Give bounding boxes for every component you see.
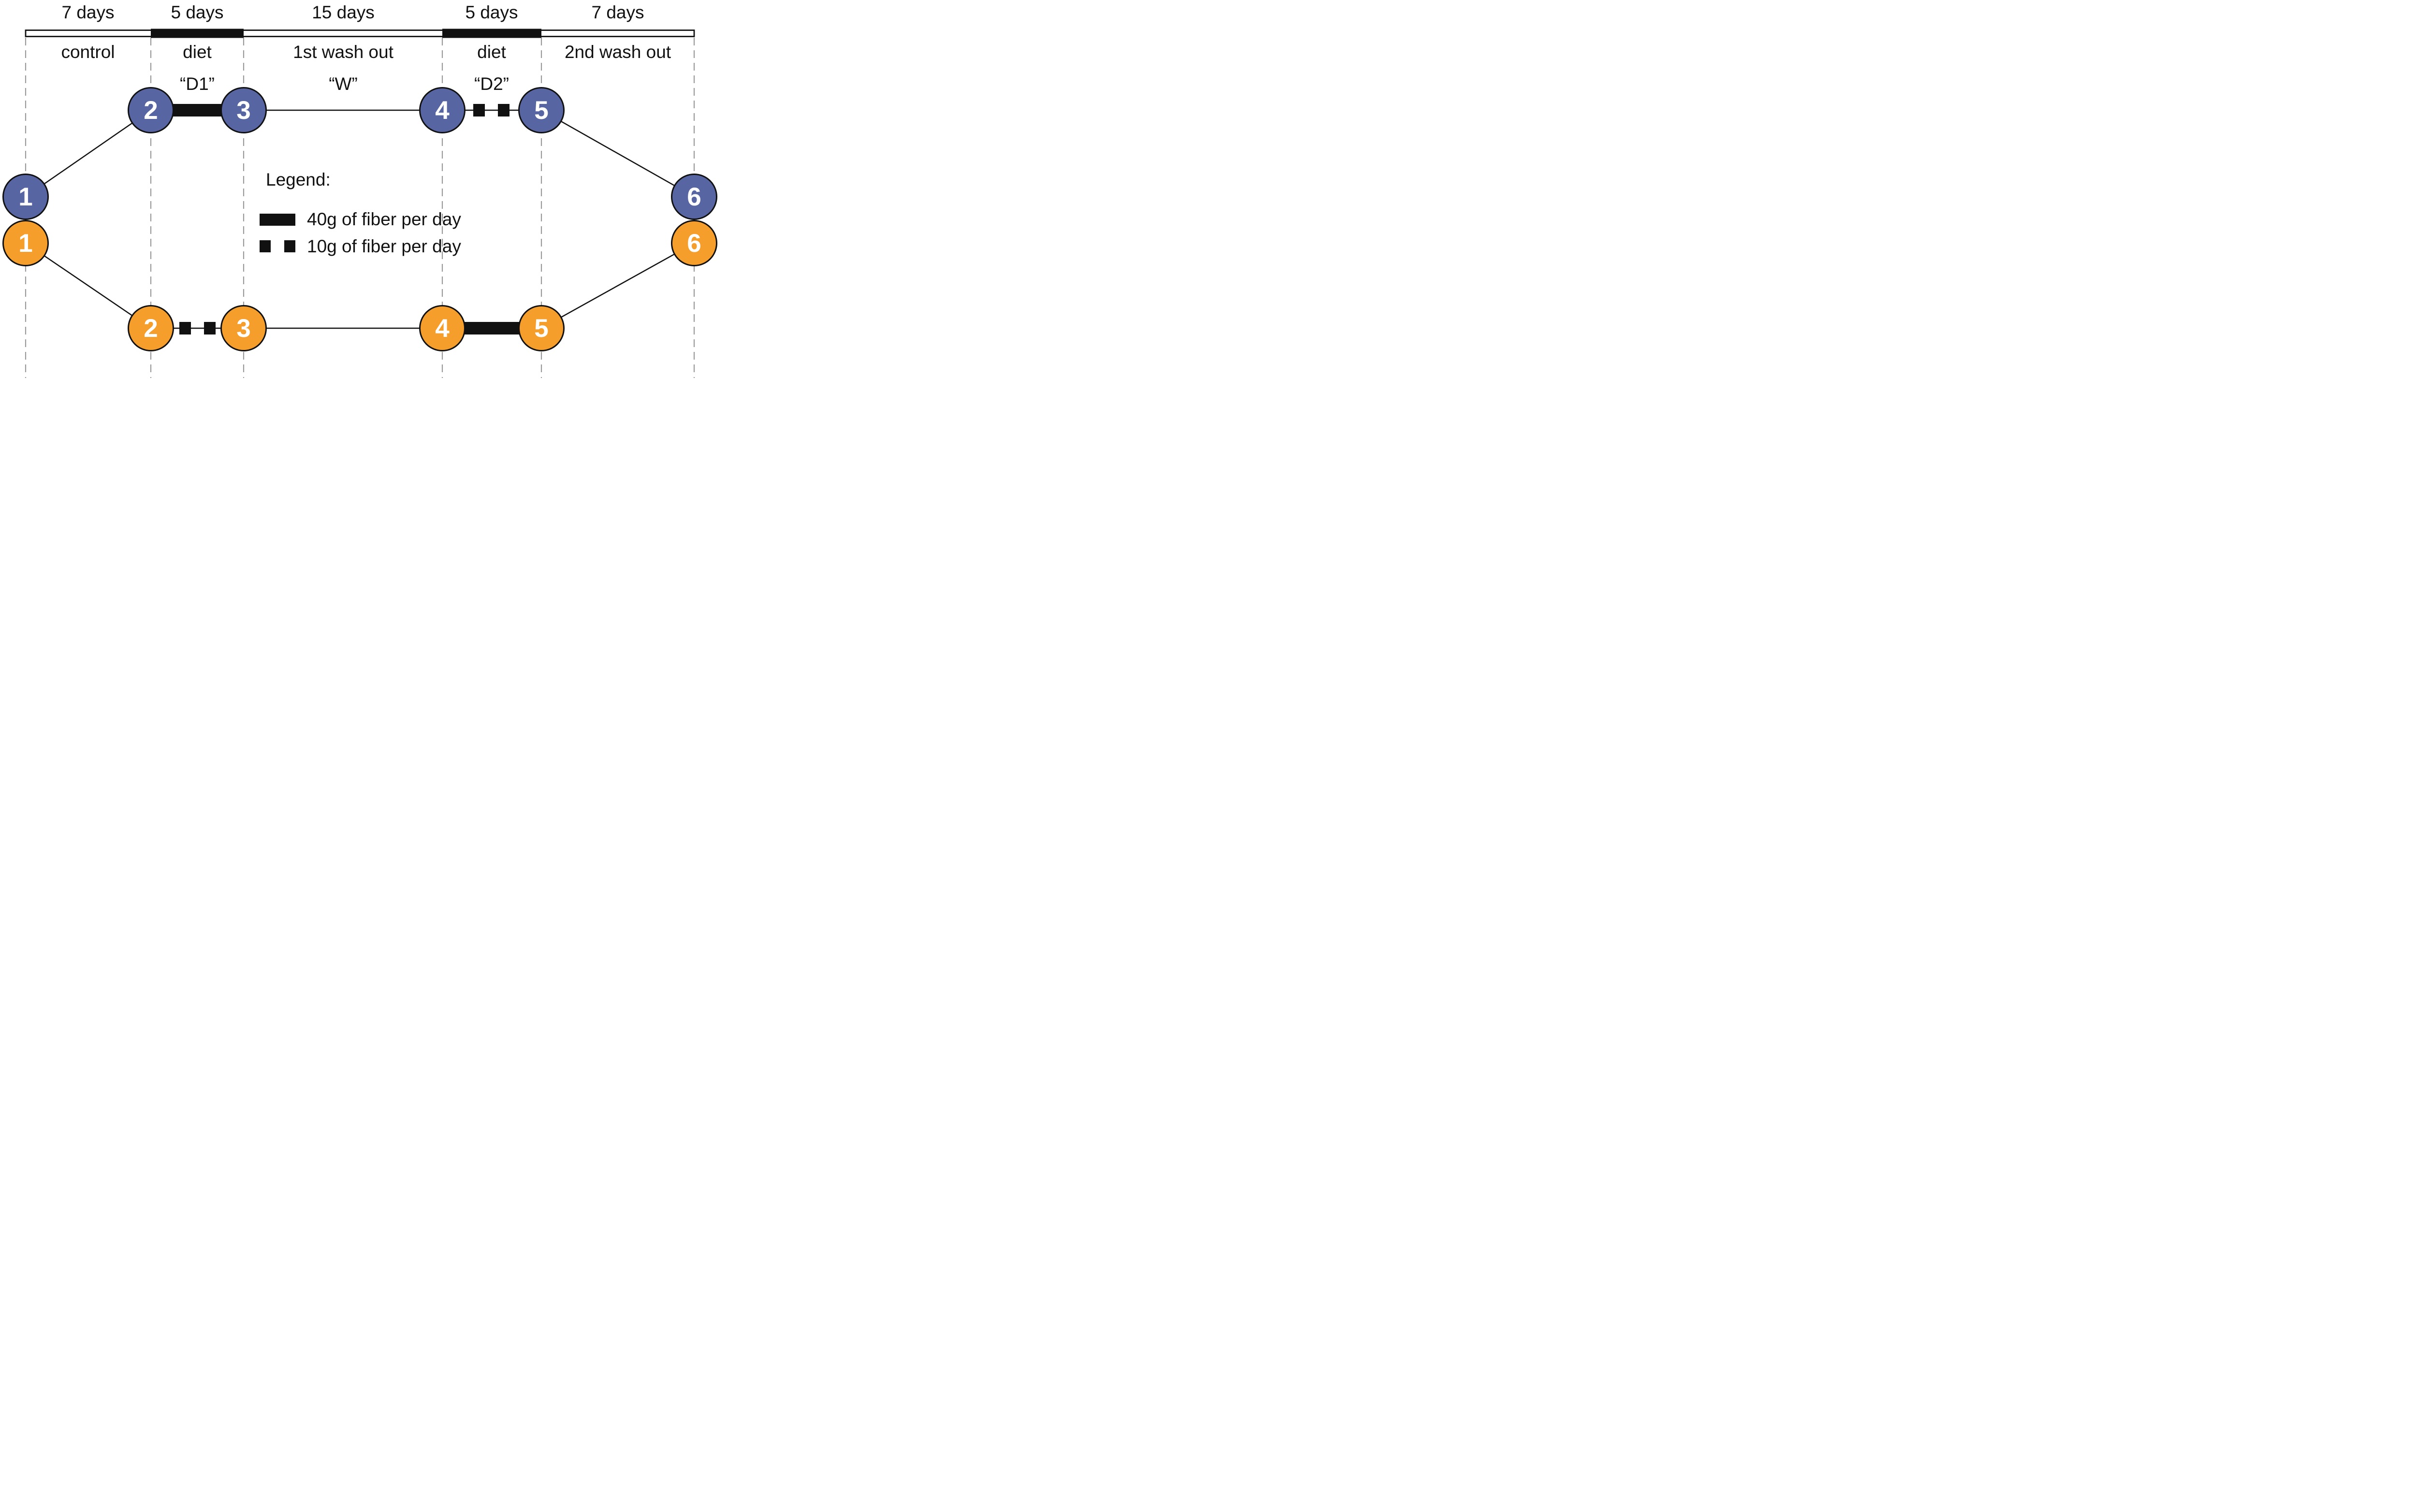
node-orange-2: 2 xyxy=(128,305,174,351)
dashed-gridlines xyxy=(25,38,695,378)
phase-name-label: diet xyxy=(477,42,506,62)
fiber-10g-squares xyxy=(179,104,510,334)
legend-item-label: 10g of fiber per day xyxy=(307,236,461,256)
phase-duration-label: 7 days xyxy=(591,2,644,22)
legend-item-label: 40g of fiber per day xyxy=(307,209,461,229)
phase-duration-label: 5 days xyxy=(465,2,518,22)
phase-name-label: 1st wash out xyxy=(293,42,393,62)
study-design-figure: 7 days 5 days 15 days 5 days 7 days cont… xyxy=(0,0,720,378)
fiber-10g-square-blue-a xyxy=(473,104,485,116)
phase-duration-label: 15 days xyxy=(312,2,375,22)
phase-duration-label: 7 days xyxy=(61,2,115,22)
node-blue-5: 5 xyxy=(518,87,565,133)
node-orange-4: 4 xyxy=(419,305,466,351)
orange-line-1-2 xyxy=(25,242,151,329)
legend-10g-square-swatch-b xyxy=(284,240,295,252)
node-orange-3: 3 xyxy=(220,305,267,351)
phase-code-label: “W” xyxy=(329,74,358,94)
diet-bar-segment-2 xyxy=(442,29,541,38)
fiber-10g-square-orange-a xyxy=(179,322,191,334)
node-blue-3: 3 xyxy=(220,87,267,133)
node-orange-5: 5 xyxy=(518,305,565,351)
blue-line-5-6 xyxy=(541,109,695,198)
legend-40g-bar-swatch xyxy=(260,214,295,226)
legend-title: Legend: xyxy=(266,170,331,189)
node-blue-6: 6 xyxy=(671,174,717,220)
fiber-10g-square-orange-b xyxy=(204,322,216,334)
phase-name-label: 2nd wash out xyxy=(564,42,671,62)
node-blue-4: 4 xyxy=(419,87,466,133)
fiber-10g-square-blue-b xyxy=(498,104,510,116)
phase-code-label: “D1” xyxy=(180,74,215,94)
blue-arm-connectors xyxy=(25,109,695,198)
phase-duration-label: 5 days xyxy=(171,2,224,22)
node-orange-1: 1 xyxy=(2,220,49,266)
orange-line-5-6 xyxy=(541,242,695,329)
node-blue-2: 2 xyxy=(128,87,174,133)
timeline-bar xyxy=(25,29,695,37)
node-orange-6: 6 xyxy=(671,220,717,266)
phase-code-label: “D2” xyxy=(474,74,509,94)
phase-name-label: control xyxy=(61,42,115,62)
node-blue-1: 1 xyxy=(2,174,49,220)
blue-line-1-2 xyxy=(25,109,151,198)
diet-bar-segment-1 xyxy=(151,29,244,38)
legend-10g-square-swatch-a xyxy=(260,240,271,252)
phase-name-label: diet xyxy=(183,42,212,62)
